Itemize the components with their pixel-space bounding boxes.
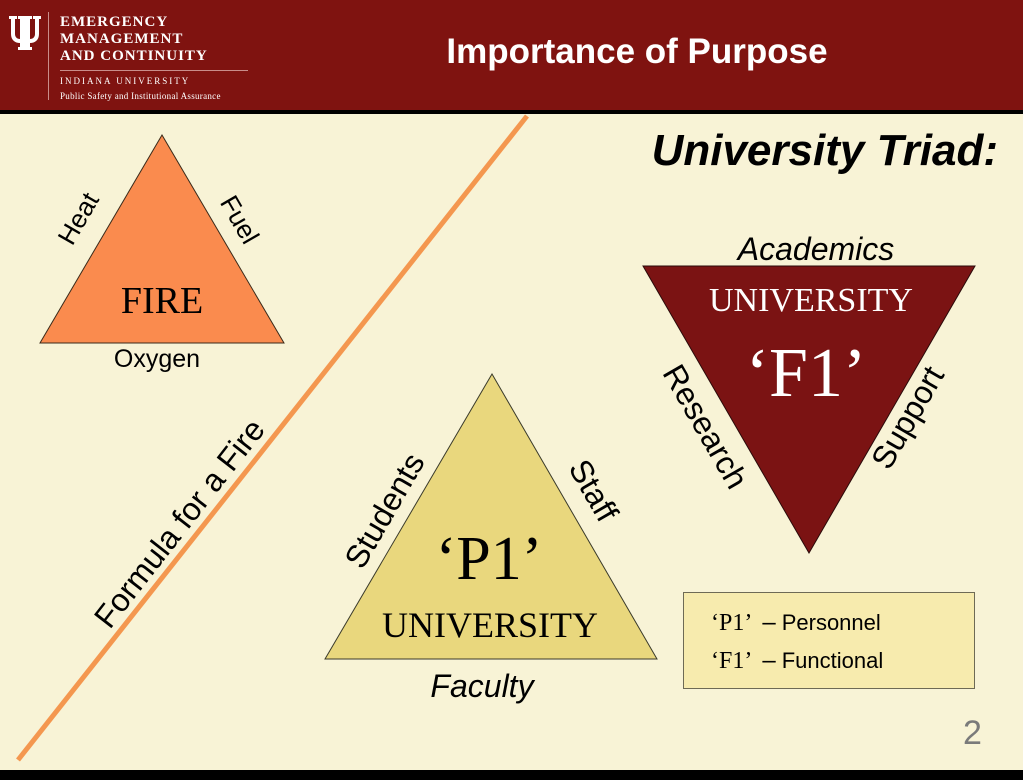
org-name-line1: EMERGENCY — [60, 14, 169, 30]
f1-university-label: UNIVERSITY — [709, 282, 913, 319]
org-name-line2: MANAGEMENT — [60, 31, 184, 47]
logo-separator — [48, 12, 49, 100]
fire-heat-label: Heat — [51, 187, 105, 250]
university-triad-heading: University Triad: — [652, 126, 998, 175]
legend-dash: – — [762, 647, 776, 674]
legend-label: Personnel — [781, 610, 881, 635]
legend-code: ‘F1’ — [711, 648, 753, 674]
fire-label: FIRE — [121, 280, 203, 322]
p1-university-label: UNIVERSITY — [382, 605, 598, 645]
slide-title: Importance of Purpose — [446, 32, 828, 71]
f1-triangle — [642, 265, 976, 554]
legend-label: Functional — [781, 648, 884, 673]
diagonal-divider-line — [16, 114, 529, 762]
formula-caption: Formula for a Fire — [87, 412, 272, 635]
legend-code: ‘P1’ — [711, 610, 753, 636]
f1-code-label: ‘F1’ — [746, 335, 867, 412]
f1-academics-label: Academics — [736, 231, 895, 267]
logo-rule — [60, 70, 248, 71]
p1-code-label: ‘P1’ — [436, 525, 543, 593]
legend-item-personnel: ‘P1’–Personnel — [711, 609, 881, 639]
header-divider — [0, 110, 1023, 114]
page-number: 2 — [963, 714, 982, 752]
fire-oxygen-label: Oxygen — [114, 345, 200, 373]
iu-trident-icon — [9, 16, 41, 50]
org-department: Public Safety and Institutional Assuranc… — [60, 91, 221, 101]
p1-faculty-label: Faculty — [430, 668, 535, 704]
legend-box: ‘P1’–Personnel ‘F1’–Functional — [683, 592, 975, 689]
p1-triangle — [324, 373, 658, 660]
header-bar: EMERGENCY MANAGEMENT AND CONTINUITY INDI… — [0, 0, 1023, 110]
org-university: INDIANA UNIVERSITY — [60, 76, 191, 86]
footer-divider — [0, 770, 1023, 780]
fire-triangle — [39, 134, 285, 344]
legend-dash: – — [762, 609, 776, 636]
legend-item-functional: ‘F1’–Functional — [711, 647, 883, 677]
org-name-line3: AND CONTINUITY — [60, 48, 208, 64]
